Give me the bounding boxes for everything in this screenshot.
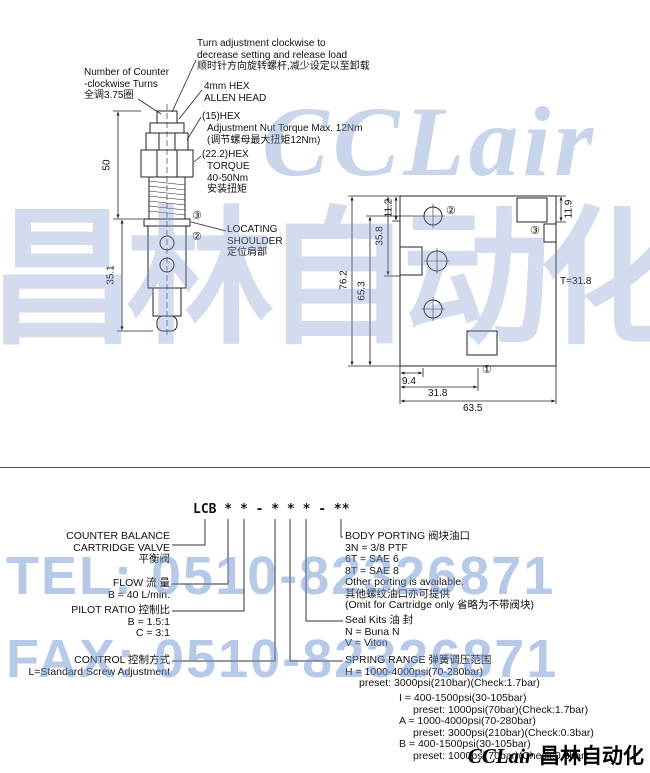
ordering-label-line: L=Standard Screw Adjustment [28, 665, 170, 678]
valve-dimension-lines [113, 110, 153, 332]
annotation-turn-adjustment: Turn adjustment clockwise to decrease se… [197, 38, 370, 73]
company-logo: CCLair 昌林自动化 [468, 740, 644, 770]
annotation-line: 全调3.75圈 [84, 90, 134, 101]
port-marker-2-manifold: ② [446, 205, 456, 217]
ordering-left-control: CONTROL 控制方式 L=Standard Screw Adjustment [28, 654, 170, 678]
dim-label-35-8: 35.8 [374, 226, 386, 246]
annotation-line: LOCATING [227, 224, 278, 235]
annotation-nut-torque: Adjustment Nut Torque Max. 12Nm (调节螺母最大扭… [207, 123, 362, 146]
annotation-line: 定位肩部 [227, 247, 267, 258]
ordering-label-line: V = Viton [345, 637, 388, 649]
ordering-label-line: BODY PORTING 阀块油口 [345, 530, 471, 542]
ordering-label-line: 3N = 3/8 PTF [345, 541, 408, 554]
annotation-allen-head: 4mm HEX ALLEN HEAD [204, 81, 266, 104]
annotation-line: Turn adjustment clockwise to [197, 38, 326, 49]
port-marker-1-manifold: ① [482, 364, 492, 376]
port-marker-2-valve: ② [192, 231, 202, 243]
ordering-left-counter-balance: COUNTER BALANCE CARTRIDGE VALVE 平衡阀 [66, 530, 171, 566]
annotation-line: 40-50Nm [207, 172, 249, 184]
ordering-label-line: 其他螺纹油口亦可提供 [345, 587, 450, 600]
ordering-left-flow: FLOW 流 量 B = 40 L/min. [107, 577, 170, 601]
ordering-label-line: preset: 1000psi(70bar)(Check:1.7bar) [413, 703, 589, 716]
ordering-right-seal-kits: Seal Kits 油 封 N = Buna N V = Viton [345, 614, 414, 650]
section-divider [0, 467, 650, 468]
ordering-label-line: PILOT RATIO 控制比 [71, 604, 170, 616]
ordering-right-body-porting: BODY PORTING 阀块油口 3N = 3/8 PTF 6T = SAE … [345, 530, 535, 612]
port-marker-3-manifold: ③ [530, 225, 540, 237]
annotation-line: Number of Counter [84, 67, 170, 78]
annotation-hex222: (22.2)HEX [202, 149, 249, 160]
dim-label-76-2: 76.2 [338, 270, 350, 290]
ordering-label-line: 8T = SAE 8 [345, 564, 399, 577]
annotation-counter-turns: Number of Counter -clockwise Turns 全调3.7… [84, 67, 169, 102]
ordering-label-line: preset: 3000psi(210bar)(Check:1.7bar) [359, 677, 540, 689]
ordering-label-line: N = Buna N [345, 625, 400, 638]
ordering-label-line: Seal Kits 油 封 [345, 614, 414, 626]
ordering-label-line: SPRING RANGE 弹簧调压范围 [345, 654, 492, 666]
ordering-connector-lines [172, 519, 343, 662]
annotation-line: TORQUE [207, 161, 250, 172]
company-logo-en: CCLair [467, 744, 534, 768]
annotation-line: 安装扭矩 [207, 184, 247, 195]
ordering-label-line: (Omit for Cartridge only 省略为不带阀块) [345, 599, 535, 611]
dim-label-t31-8: T=31.8 [560, 276, 592, 287]
annotation-line: -clockwise Turns [84, 78, 158, 90]
ordering-label-line: B = 400-1500psi(30-105bar) [399, 738, 531, 750]
ordering-label-line: I = 400-1500psi(30-105bar) [399, 692, 527, 704]
annotation-install-torque: TORQUE 40-50Nm 安装扭矩 [207, 161, 250, 196]
dim-label-9-4: 9.4 [402, 376, 416, 387]
dim-label-63-5: 63.5 [463, 403, 483, 414]
annotation-line: 顺时针方向旋转螺杆,减少设定以至卸载 [197, 61, 370, 72]
dim-label-11-9: 11.9 [563, 199, 575, 219]
dim-label-31-8: 31.8 [428, 388, 448, 399]
dim-label-35-1: 35.1 [105, 265, 117, 285]
annotation-line: (调节螺母最大扭矩12Nm) [207, 134, 321, 146]
ordering-label-line: COUNTER BALANCE [66, 530, 170, 542]
ordering-label-line: A = 1000-4000psi(70-280bar) [399, 715, 536, 727]
dim-label-11-2: 11.2 [383, 198, 395, 218]
ordering-label-line: CONTROL 控制方式 [74, 654, 170, 666]
ordering-label-line: CARTRIDGE VALVE [73, 541, 170, 554]
leader-lines [137, 59, 227, 232]
annotation-line: Adjustment Nut Torque Max. 12Nm [207, 123, 363, 134]
annotation-line: SHOULDER [227, 235, 283, 247]
manifold-drawing [399, 195, 557, 367]
ordering-right-spring-options: I = 400-1500psi(30-105bar) preset: 1000p… [399, 692, 594, 762]
ordering-label-line: preset: 3000psi(210bar)(Check:0.3bar) [413, 726, 594, 739]
ordering-label-line: Other porting is available. [345, 576, 465, 588]
ordering-right-spring-range: SPRING RANGE 弹簧调压范围 H = 1000-4000psi(70-… [345, 654, 540, 690]
annotation-line: ALLEN HEAD [204, 92, 267, 104]
ordering-label-line: 平衡阀 [138, 553, 171, 565]
ordering-label-line: B = 1.5:1 [127, 615, 170, 628]
valve-drawing [140, 104, 194, 336]
ordering-label-line: 6T = SAE 6 [345, 553, 399, 565]
annotation-line: decrease setting and release load [197, 49, 348, 61]
ordering-label-line: preset: 1000psi(70bar)(Check:0.3bar) [413, 749, 589, 762]
ordering-code: LCB * * - * * * - ** [193, 502, 350, 517]
ordering-label-line: FLOW 流 量 [112, 577, 170, 589]
port-marker-3-valve: ③ [192, 210, 202, 222]
ordering-left-pilot-ratio: PILOT RATIO 控制比 B = 1.5:1 C = 3:1 [71, 604, 170, 640]
ordering-label-line: H = 1000-4000psi(70-280bar) [345, 665, 484, 678]
dim-label-50: 50 [101, 159, 113, 171]
annotation-hex15: (15)HEX [202, 111, 241, 122]
ordering-label-line: C = 3:1 [135, 627, 170, 639]
company-logo-cn: 昌林自动化 [539, 745, 644, 768]
manifold-dimension-lines [348, 195, 566, 404]
annotation-line: 4mm HEX [204, 81, 250, 92]
ordering-label-line: B = 40 L/min. [107, 588, 170, 601]
dim-label-65-3: 65.3 [356, 281, 368, 301]
annotation-locating-shoulder: LOCATING SHOULDER 定位肩部 [227, 224, 283, 259]
